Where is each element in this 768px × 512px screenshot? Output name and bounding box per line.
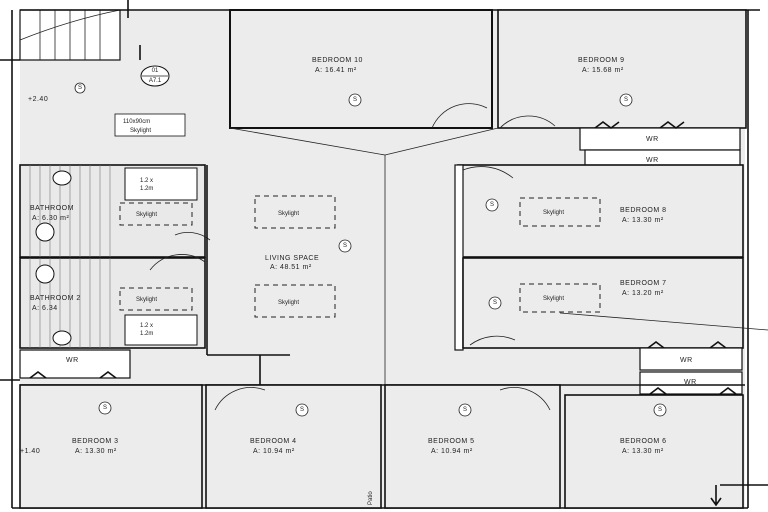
bedroom-7-area: A: 13.20 m² — [622, 290, 664, 297]
skylight-label: Skylight — [543, 296, 564, 302]
shower-size-label: 1.2 x — [140, 323, 153, 329]
shower-size-label: 1.2m — [140, 331, 153, 337]
skylight-label: Skylight — [543, 210, 564, 216]
smoke-detector-icon: S — [624, 97, 628, 103]
wardrobe-left: WR — [19, 349, 131, 379]
level-marker-bottom: +1.40 — [20, 448, 40, 455]
bathroom-2-area: A: 6.34 — [32, 305, 58, 312]
bedroom-6: BEDROOM 6 A: 13.30 m² S — [564, 394, 744, 509]
bedroom-8-name: BEDROOM 8 — [620, 207, 667, 214]
wr-label: WR — [684, 379, 697, 386]
bathroom-2: Skylight 1.2 x 1.2m BATHROOM 2 A: 6.34 — [19, 257, 206, 349]
skylight-label: Skylight — [278, 300, 299, 306]
bedroom-4-area: A: 10.94 m² — [253, 448, 295, 455]
bedroom-9-area: A: 15.68 m² — [582, 67, 624, 74]
bedroom-4-name: BEDROOM 4 — [250, 438, 297, 445]
bathroom-1-area: A: 6.30 m² — [32, 215, 69, 222]
smoke-detector-icon: S — [658, 407, 662, 413]
living-space-name: LIVING SPACE — [265, 255, 319, 262]
smoke-detector-icon: S — [353, 97, 357, 103]
svg-text:01: 01 — [152, 68, 159, 74]
vertical-label: Patio — [368, 491, 374, 505]
shower-size-label: 1.2m — [140, 186, 153, 192]
skylight-label: Skylight — [278, 211, 299, 217]
bedroom-8: Skylight BEDROOM 8 A: 13.30 m² S — [454, 164, 744, 351]
living-space-area: A: 48.51 m² — [270, 264, 312, 271]
smoke-detector-icon: S — [103, 405, 107, 411]
bedroom-4: BEDROOM 4 A: 10.94 m² S Patio — [205, 384, 382, 509]
bathroom-2-name: BATHROOM 2 — [30, 295, 81, 302]
wr-label: WR — [66, 357, 79, 364]
bedroom-3: BEDROOM 3 A: 13.30 m² S +1.40 — [19, 384, 203, 509]
smoke-detector-icon: S — [78, 85, 82, 91]
skylight-box: 110x90cm Skylight — [114, 113, 186, 137]
bedroom-5-area: A: 10.94 m² — [431, 448, 473, 455]
bedroom-5: BEDROOM 5 A: 10.94 m² S — [384, 384, 561, 509]
wr-label: WR — [646, 157, 659, 164]
smoke-detector-icon: S — [490, 202, 494, 208]
skylight-label: Skylight — [136, 297, 157, 303]
wr-label: WR — [646, 136, 659, 143]
living-space: Skylight Skylight S LIVING SPACE A: 48.5… — [149, 103, 556, 385]
staircase — [19, 0, 141, 61]
bedroom-6-area: A: 13.30 m² — [622, 448, 664, 455]
smoke-detector-icon: S — [463, 407, 467, 413]
bedroom-3-name: BEDROOM 3 — [72, 438, 119, 445]
smoke-detector-icon: S — [493, 300, 497, 306]
svg-text:A7.1: A7.1 — [149, 78, 162, 84]
bedroom-5-name: BEDROOM 5 — [428, 438, 475, 445]
smoke-detector-icon: S — [300, 407, 304, 413]
skylight-label: Skylight — [136, 212, 157, 218]
bedroom-10-name: BEDROOM 10 — [312, 57, 363, 64]
bedroom-7-name: BEDROOM 7 — [620, 280, 667, 287]
skylight-label: Skylight — [130, 128, 151, 134]
wardrobe-lower: WR WR — [639, 341, 743, 395]
bathroom-1: 1.2 x 1.2m Skylight BATHROOM A: 6.30 m² — [19, 164, 206, 258]
wr-label: WR — [680, 357, 693, 364]
smoke-detector-icon: S — [343, 243, 347, 249]
bedroom-7: Skylight BEDROOM 7 A: 13.20 m² S — [462, 257, 768, 349]
level-marker-top: +2.40 — [28, 96, 48, 103]
skylight-size: 110x90cm — [123, 119, 150, 125]
bedroom-10: BEDROOM 10 A: 16.41 m² S — [229, 9, 493, 129]
bedroom-10-area: A: 16.41 m² — [315, 67, 357, 74]
bedroom-9: BEDROOM 9 A: 15.68 m² S — [497, 9, 747, 129]
stair-tag: 01 A7.1 — [140, 65, 170, 87]
bedroom-3-area: A: 13.30 m² — [75, 448, 117, 455]
bedroom-6-name: BEDROOM 6 — [620, 438, 667, 445]
shower-size-label: 1.2 x — [140, 178, 153, 184]
bedroom-9-name: BEDROOM 9 — [578, 57, 625, 64]
bedroom-8-area: A: 13.30 m² — [622, 217, 664, 224]
bathroom-1-name: BATHROOM — [30, 205, 74, 212]
